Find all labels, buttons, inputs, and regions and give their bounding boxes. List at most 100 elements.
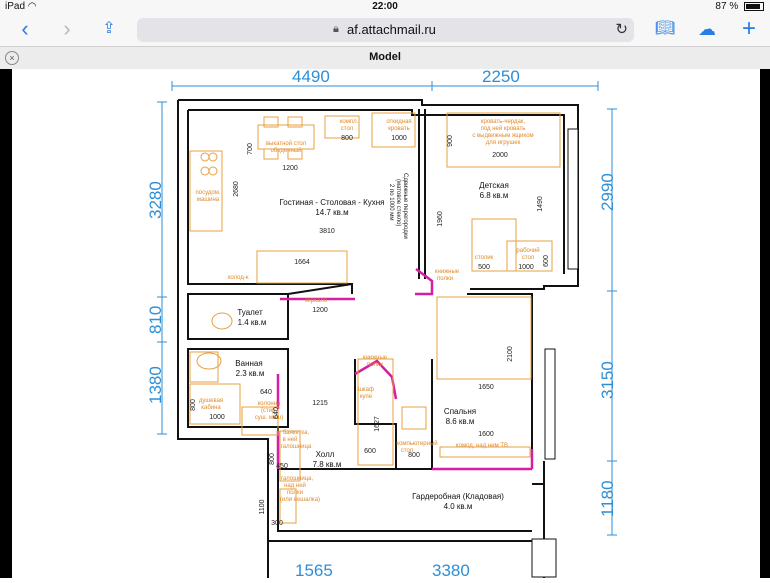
- room-living-name: Гостиная - Столовая - Кухня: [280, 198, 385, 207]
- room-bath-name: Ванная: [235, 359, 262, 368]
- note-hall-shelf: книжные: [363, 355, 388, 361]
- note-shoe-rack-4: (или вешалка): [280, 497, 320, 503]
- note-computer-desk-2: стол: [401, 448, 414, 454]
- note-dining-table: выкатной стол: [266, 140, 307, 147]
- num-1215: 1215: [312, 400, 328, 407]
- dim-left-mid: 810: [146, 306, 165, 334]
- note-bench-2: в ней: [283, 436, 298, 443]
- note-table: столик: [475, 255, 494, 261]
- note-work-desk-2: стол: [522, 255, 535, 261]
- note-sliding-3: 2 по 1000 мм: [388, 184, 394, 221]
- note-sliding-2: (матовое стекло): [395, 179, 401, 226]
- note-loft-bed-2: под ней кровать: [481, 125, 526, 132]
- num-800c: 800: [408, 452, 420, 459]
- num-1960: 1960: [437, 211, 444, 227]
- battery-icon: [744, 1, 764, 11]
- num-640b: 640: [273, 407, 280, 419]
- num-1000c: 1000: [209, 414, 225, 421]
- document-viewer[interactable]: 4490 2250 1565 3380 3280 810 1380 2990 3…: [0, 67, 770, 580]
- note-compact-desk-2: стол: [341, 126, 354, 132]
- cloud-tabs-icon[interactable]: ☁: [698, 19, 716, 39]
- battery-percent: 87 %: [715, 1, 739, 12]
- num-2680: 2680: [233, 181, 240, 197]
- share-icon[interactable]: ⇪: [102, 20, 116, 37]
- note-shower-2: кабина: [201, 405, 221, 411]
- close-tab-icon[interactable]: ×: [5, 51, 19, 65]
- room-bedroom-name: Спальня: [444, 407, 476, 416]
- url-text: af.attachmail.ru: [347, 22, 436, 37]
- note-book-shelf-2: полки: [437, 276, 453, 282]
- note-wardrobe-cabinet: шкаф: [358, 387, 374, 393]
- dim-bottom-right: 3380: [432, 561, 470, 578]
- new-tab-icon[interactable]: +: [741, 15, 756, 42]
- back-icon[interactable]: ‹: [21, 16, 29, 41]
- note-compact-desk: компл.: [340, 119, 359, 125]
- num-300: 300: [271, 520, 283, 527]
- floor-plan: 4490 2250 1565 3380 3280 810 1380 2990 3…: [146, 67, 617, 580]
- num-1650: 1650: [478, 384, 494, 391]
- note-column: колонна: [258, 401, 281, 407]
- num-2000: 2000: [492, 152, 508, 159]
- dimension-lines: [157, 81, 617, 536]
- note-shower: душевая: [199, 398, 223, 404]
- note-bench: банкетка,: [283, 430, 310, 436]
- num-600a: 600: [543, 255, 550, 267]
- note-shoe-rack-2: над ней: [284, 482, 306, 489]
- note-mirror: зеркало: [305, 298, 328, 304]
- num-1664: 1664: [294, 259, 310, 266]
- num-900: 900: [447, 135, 454, 147]
- room-toilet-area: 1.4 кв.м: [238, 318, 267, 327]
- dim-left-upper: 3280: [146, 181, 165, 219]
- note-dining-table-2: обеденный: [270, 147, 301, 154]
- floor-plan-page: 4490 2250 1565 3380 3280 810 1380 2990 3…: [12, 67, 760, 580]
- note-loft-bed-3: с выдвижным ящиком: [472, 133, 533, 139]
- note-column-3: суш. маш): [255, 415, 283, 421]
- dim-right-mid: 3150: [598, 361, 617, 399]
- forward-icon[interactable]: ›: [63, 16, 71, 41]
- address-bar[interactable]: 🔒︎ af.attachmail.ru ↻: [137, 18, 634, 42]
- tab-bar: × Model: [0, 46, 770, 70]
- num-500: 500: [478, 264, 490, 271]
- num-1600: 1600: [478, 431, 494, 438]
- room-kids-name: Детская: [479, 181, 509, 190]
- dim-top-right: 2250: [482, 69, 520, 86]
- note-column-2: (стир.: [261, 408, 277, 414]
- windows: [531, 128, 579, 578]
- dimension-labels: 4490 2250 1565 3380 3280 810 1380 2990 3…: [146, 67, 617, 580]
- num-1000b: 1000: [518, 264, 534, 271]
- note-loft-bed: кровать-чердак,: [481, 119, 526, 125]
- room-toilet-name: Туалет: [237, 308, 263, 317]
- note-dishwasher-2: машина: [197, 197, 220, 203]
- note-work-desk: рабочий: [516, 247, 539, 254]
- note-computer-desk: компьютерный: [396, 440, 437, 447]
- num-1627: 1627: [374, 416, 381, 432]
- num-2100: 2100: [507, 346, 514, 362]
- clock: 22:00: [372, 1, 398, 12]
- browser-toolbar: ‹ › ⇪ 🔒︎ af.attachmail.ru ↻ 📖︎ ☁ +: [0, 14, 770, 46]
- room-labels: Гостиная - Столовая - Кухня 14.7 кв.м Де…: [235, 181, 509, 511]
- note-bench-3: галошница: [281, 444, 312, 450]
- num-800b: 800: [190, 399, 197, 411]
- note-folding-bed: откидная: [386, 119, 411, 125]
- annotations: выкатной стол обеденный компл. стол отки…: [195, 119, 539, 503]
- walls: [177, 99, 579, 578]
- num-1000a: 1000: [391, 135, 407, 142]
- room-wardrobe-area: 4.0 кв.м: [444, 502, 473, 511]
- tab-title[interactable]: Model: [369, 51, 401, 63]
- room-kids-area: 6.8 кв.м: [480, 191, 509, 200]
- reload-icon[interactable]: ↻: [615, 21, 628, 38]
- num-600b: 600: [364, 448, 376, 455]
- bookmarks-icon[interactable]: 📖︎: [654, 20, 676, 37]
- room-bath-area: 2.3 кв.м: [236, 369, 265, 378]
- dim-top-left: 4490: [292, 69, 330, 86]
- note-fridge: холод-к: [227, 275, 248, 281]
- num-700: 700: [247, 143, 254, 155]
- num-1200a: 1200: [282, 165, 298, 172]
- note-sliding-1: Сдвижные перегородки: [402, 173, 408, 239]
- room-hall-area: 7.8 кв.м: [313, 460, 342, 469]
- num-800a: 800: [341, 135, 353, 142]
- num-1490: 1490: [537, 196, 544, 212]
- num-450: 450: [276, 463, 288, 470]
- lock-icon: 🔒︎: [333, 23, 339, 35]
- room-bedroom-area: 8.6 кв.м: [446, 417, 475, 426]
